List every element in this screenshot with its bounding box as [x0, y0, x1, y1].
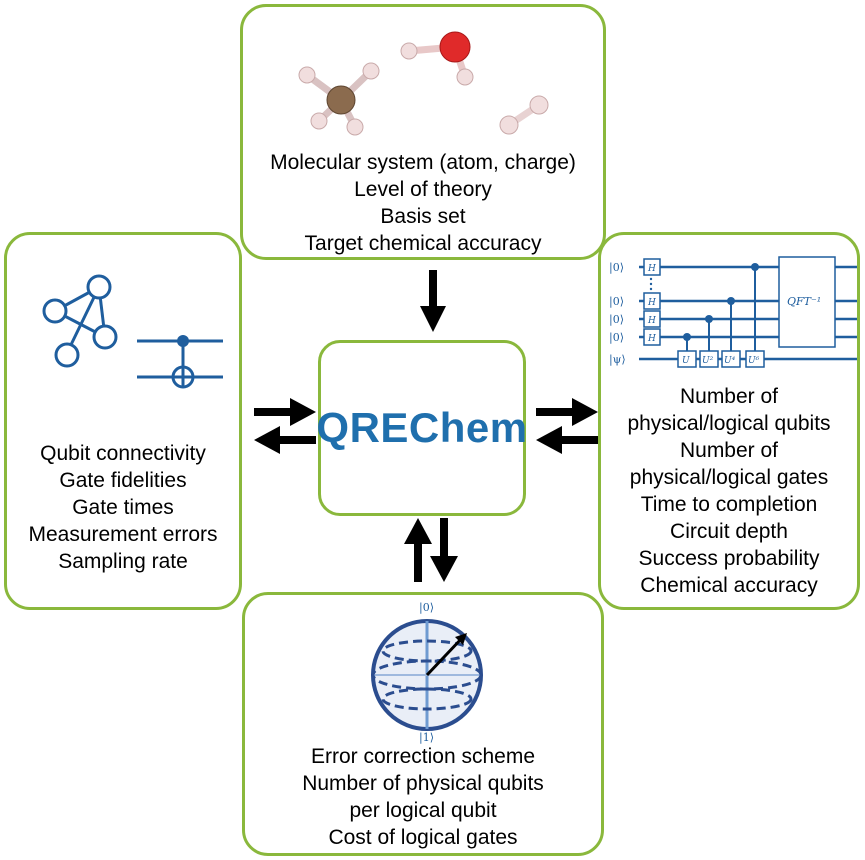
right-line-5: Time to completion [640, 493, 818, 516]
gate-h-0: H [647, 264, 656, 274]
right-line-1: Number of [679, 385, 779, 408]
molecule-icons [298, 31, 549, 136]
gate-h-3: H [647, 334, 656, 344]
gate-u-4: U⁴ [724, 356, 736, 366]
bottom-line-3: per logical qubit [349, 799, 497, 822]
right-output-box: |0⟩ |0⟩ |0⟩ |0⟩ |ψ⟩ H H H H [598, 232, 860, 610]
right-line-4: physical/logical gates [629, 466, 829, 489]
bloch-sphere-icon: |0⟩ |1⟩ [371, 601, 483, 745]
gate-u-2: U² [702, 356, 714, 366]
top-line-3: Basis set [380, 205, 466, 228]
top-line-1: Molecular system (atom, charge) [270, 151, 576, 174]
hydrogen-molecule-icon [499, 95, 549, 135]
connectivity-graph-icon [42, 274, 118, 368]
ellipsis-dots [649, 277, 653, 291]
top-box-text: Molecular system (atom, charge) Level of… [243, 149, 603, 257]
qft-inverse-label: QFT⁻¹ [787, 295, 821, 308]
top-input-box: Molecular system (atom, charge) Level of… [240, 4, 606, 260]
input-label-2: |0⟩ [609, 313, 624, 327]
vertical-exchange-arrows-icon [404, 518, 458, 582]
cnot-gate-icon [137, 335, 223, 389]
gate-u-1: U [682, 356, 690, 366]
center-title: QREChem [316, 404, 528, 451]
input-label-0: |0⟩ [609, 261, 624, 275]
left-box-text: Qubit connectivity Gate fidelities Gate … [7, 440, 239, 575]
input-label-4: |ψ⟩ [609, 353, 626, 367]
top-line-2: Level of theory [354, 178, 492, 201]
right-line-2: physical/logical qubits [627, 412, 831, 435]
left-line-1: Qubit connectivity [40, 442, 206, 465]
center-box: QREChem [316, 340, 528, 516]
bloch-top-label: |0⟩ [419, 601, 434, 615]
qpe-circuit-diagram: |0⟩ |0⟩ |0⟩ |0⟩ |ψ⟩ H H H H [609, 256, 857, 368]
right-exchange-arrows-icon [536, 398, 598, 454]
right-line-8: Chemical accuracy [640, 574, 818, 597]
right-box-text: Number of physical/logical qubits Number… [601, 383, 857, 599]
left-input-box: Qubit connectivity Gate fidelities Gate … [4, 232, 242, 610]
input-label-1: |0⟩ [609, 295, 624, 309]
right-line-6: Circuit depth [670, 520, 788, 543]
input-label-3: |0⟩ [609, 331, 624, 345]
bottom-line-4: Cost of logical gates [328, 826, 518, 849]
methane-molecule-icon [298, 62, 380, 136]
left-line-3: Gate times [72, 496, 174, 519]
down-arrow-icon [420, 270, 446, 332]
water-molecule-icon [400, 31, 474, 86]
right-line-3: Number of [679, 439, 779, 462]
right-line-7: Success probability [638, 547, 820, 570]
bloch-bottom-label: |1⟩ [419, 731, 434, 745]
gate-u-6: U⁶ [748, 356, 760, 366]
bottom-box-text: Error correction scheme Number of physic… [245, 743, 601, 851]
bottom-input-box: |0⟩ |1⟩ Error correction scheme Number o… [242, 592, 604, 856]
left-line-4: Measurement errors [28, 523, 218, 546]
bottom-line-2: Number of physical qubits [302, 772, 544, 795]
bottom-line-1: Error correction scheme [310, 745, 536, 768]
left-exchange-arrows-icon [254, 398, 316, 454]
gate-h-1: H [647, 298, 656, 308]
gate-h-2: H [647, 316, 656, 326]
top-line-4: Target chemical accuracy [304, 232, 542, 255]
left-line-5: Sampling rate [58, 550, 188, 573]
left-line-2: Gate fidelities [59, 469, 187, 492]
